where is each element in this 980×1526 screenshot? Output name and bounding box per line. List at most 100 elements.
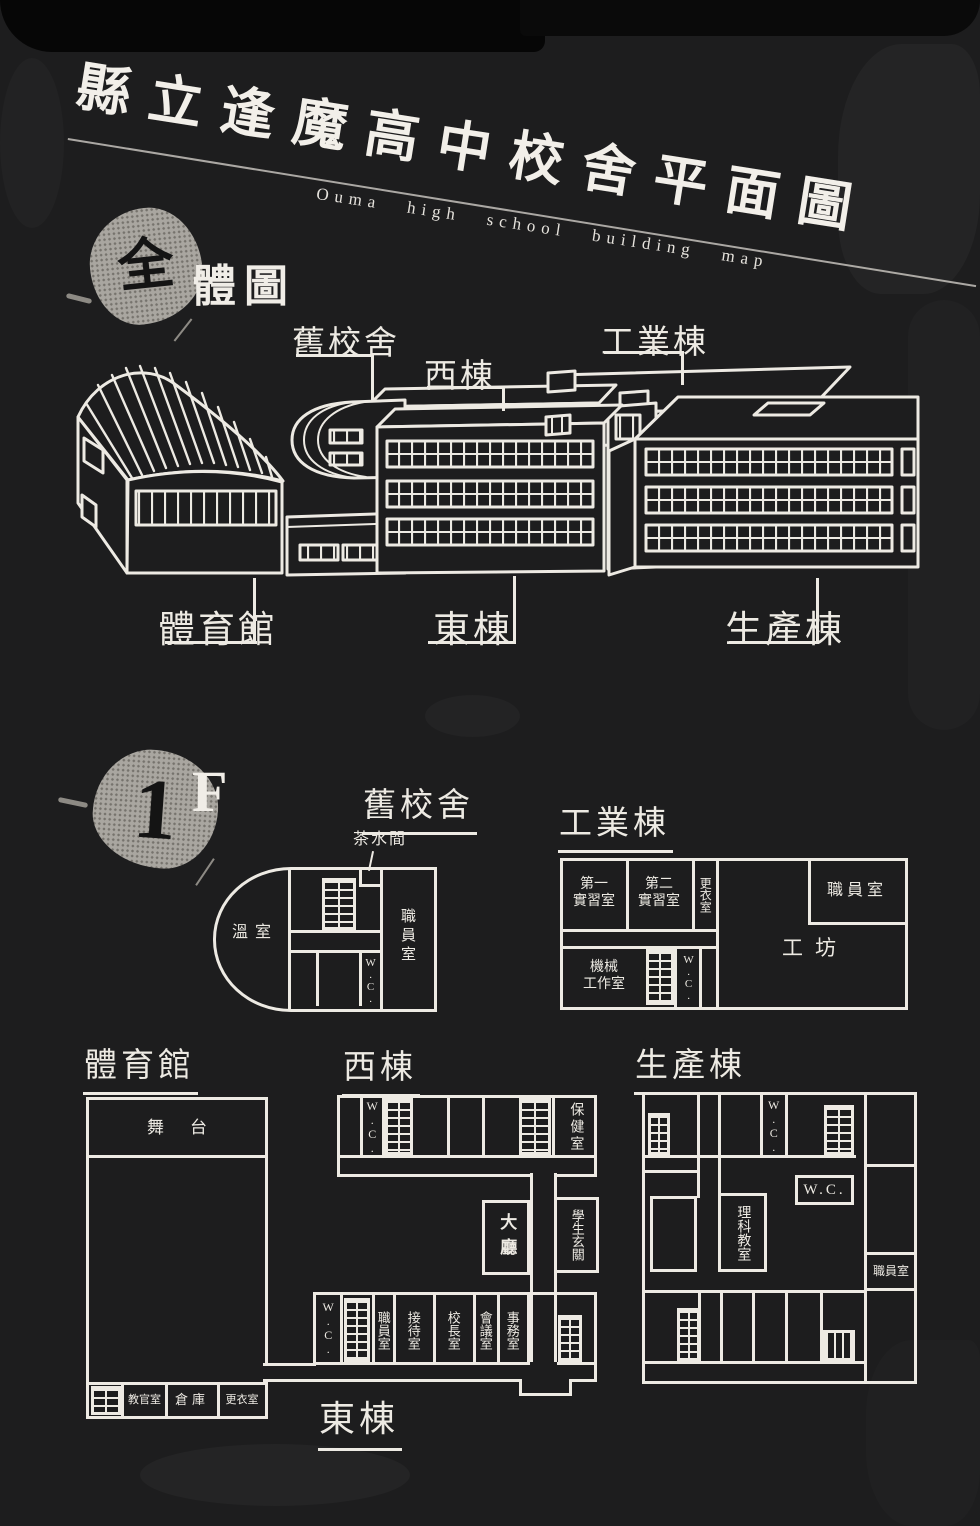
label-connector (729, 641, 819, 644)
wall (785, 1293, 788, 1361)
stairs (344, 1298, 370, 1362)
wall (447, 1098, 450, 1155)
wall (360, 1098, 363, 1155)
wall (697, 1095, 700, 1155)
wall (527, 1295, 530, 1362)
wall (674, 949, 677, 1007)
wall (645, 1290, 864, 1293)
stairs (646, 949, 674, 1005)
plan-west (337, 1095, 597, 1177)
texture-patch (425, 695, 520, 737)
room-label-reception: 接待室 (405, 1310, 421, 1350)
wall (217, 1385, 220, 1416)
wall (760, 1095, 763, 1155)
plan-production (642, 1092, 917, 1384)
stairs (558, 1315, 582, 1362)
wall (316, 1362, 530, 1365)
wall (530, 1295, 533, 1362)
overview-label-east-wing: 東棟 (433, 609, 513, 650)
stairs (648, 1113, 670, 1155)
room-staff-production (864, 1252, 917, 1291)
wall (645, 1170, 697, 1173)
stairs (91, 1386, 121, 1415)
stairs (823, 1330, 855, 1361)
wall (557, 1362, 594, 1365)
room-label-wc: W.C. (682, 954, 695, 1002)
room-label-staff: 職員室 (375, 1310, 391, 1350)
wall (645, 1361, 864, 1364)
wall (316, 953, 319, 1006)
wall (433, 1295, 436, 1362)
isometric-campus-drawing (60, 315, 920, 665)
overview-label-west-wing: 西棟 (424, 357, 496, 394)
stairs (385, 1098, 413, 1155)
wall (340, 1155, 594, 1158)
room-label-wc-mid: W.C. (803, 1182, 846, 1198)
wall (554, 1295, 557, 1362)
room-wc-mid (795, 1175, 854, 1205)
wall (563, 929, 719, 932)
wall (692, 861, 695, 929)
label-connector (165, 641, 257, 644)
label-connector (253, 578, 256, 642)
wall (626, 861, 629, 929)
plan-title-gym: 體育館 (83, 1038, 198, 1095)
label-connector (604, 351, 684, 354)
overview-label-production-wing: 生產棟 (725, 609, 845, 650)
wall (785, 1095, 788, 1155)
wall (497, 1295, 500, 1362)
wall (720, 1293, 723, 1361)
corridor (530, 1173, 557, 1295)
plan-title-east: 東棟 (318, 1390, 403, 1451)
room-label-staff-room: 職員室 (399, 907, 415, 965)
ink-drip (195, 858, 215, 886)
wall (752, 1293, 755, 1361)
stairs (677, 1308, 700, 1361)
label-connector (428, 641, 516, 644)
room-label-wc: W.C. (321, 1300, 336, 1356)
room-label-hall: 大廳 (497, 1213, 517, 1263)
wall (699, 949, 702, 1007)
ink-drip (57, 796, 89, 809)
wall (563, 946, 719, 949)
wall (473, 1295, 476, 1362)
plan-old-school (213, 867, 437, 1012)
room-label-machine-shop: 機械 工作室 (583, 960, 625, 992)
wall (288, 870, 291, 1009)
corridor (263, 1363, 316, 1382)
overview-marker-char: 全 (114, 232, 178, 300)
wall (165, 1385, 168, 1416)
floor-marker-char: 1 (130, 759, 181, 859)
room-label-principal: 校長室 (445, 1310, 461, 1350)
room-label-pantry: 茶水間 (352, 831, 407, 849)
wall (864, 1095, 867, 1381)
wall (718, 1155, 721, 1195)
room-label-changing: 更衣室 (698, 877, 713, 913)
label-connector (296, 354, 374, 357)
wall (359, 953, 362, 1006)
plan-title-industrial: 工業棟 (558, 796, 673, 853)
room-label-workshop: 工坊 (782, 936, 848, 961)
plan-east (313, 1292, 597, 1382)
label-connector (513, 576, 516, 642)
wall (382, 1098, 385, 1155)
room-label-science: 理科教室 (735, 1205, 751, 1261)
texture-patch (140, 1444, 410, 1506)
corridor-notch (519, 1379, 572, 1396)
room-label-wc-top: W.C. (766, 1098, 781, 1154)
wall (340, 1295, 343, 1362)
label-connector (427, 386, 505, 389)
wall (121, 1385, 124, 1416)
stairs (824, 1105, 854, 1155)
room-label-staff-production: 職員室 (872, 1263, 909, 1278)
room-label-greenhouse: 溫室 (231, 924, 278, 942)
wall (718, 1095, 721, 1155)
overview-label-gym: 體育館 (158, 609, 278, 650)
iso-gymnasium (78, 366, 283, 573)
ink-blob-overview: 全 (84, 202, 208, 330)
stairs (519, 1098, 551, 1155)
label-connector (816, 578, 819, 642)
wall (552, 1098, 555, 1155)
plan-title-production: 生產棟 (634, 1038, 749, 1095)
